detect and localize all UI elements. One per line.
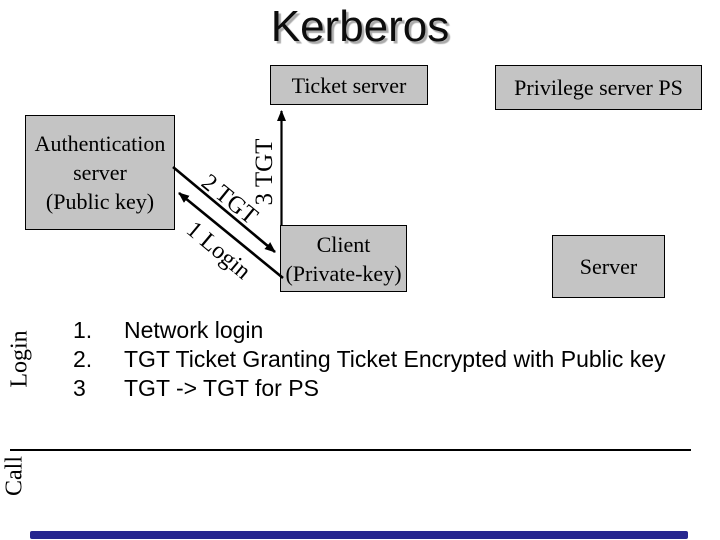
list-item: 1. Network login — [73, 316, 666, 345]
steps-list: 1. Network login 2. TGT Ticket Granting … — [73, 316, 666, 403]
authentication-server-box: Authentication server (Public key) — [25, 115, 175, 230]
list-item: 3 TGT -> TGT for PS — [73, 374, 666, 403]
arrow-2tgt-auth-to-client — [172, 166, 276, 253]
step-text: TGT -> TGT for PS — [124, 375, 319, 401]
step-number: 2. — [73, 346, 93, 372]
client-label: Client (Private-key) — [285, 231, 402, 286]
slide-title: Kerberos — [270, 2, 450, 51]
bottom-accent-bar — [30, 531, 688, 539]
authentication-server-label: Authentication server (Public key) — [34, 131, 166, 214]
ticket-server-box: Ticket server — [270, 65, 428, 105]
list-item: 2. TGT Ticket Granting Ticket Encrypted … — [73, 345, 666, 374]
step-number: 1. — [73, 317, 93, 343]
privilege-server-label: Privilege server PS — [514, 75, 683, 100]
horizontal-divider — [10, 449, 691, 451]
side-label-call: Call — [1, 456, 28, 496]
step-text: Network login — [124, 317, 264, 343]
step-number: 3 — [73, 375, 86, 401]
side-label-login: Login — [6, 330, 33, 388]
server-box: Server — [552, 235, 665, 298]
arrow-1login-client-to-auth — [178, 191, 284, 280]
privilege-server-box: Privilege server PS — [495, 65, 702, 110]
step-text: TGT Ticket Granting Ticket Encrypted wit… — [124, 346, 666, 372]
server-label: Server — [579, 254, 638, 279]
ticket-server-label: Ticket server — [291, 72, 407, 98]
arrow-label-3tgt: 3 TGT — [251, 138, 278, 206]
client-box: Client (Private-key) — [280, 225, 407, 292]
